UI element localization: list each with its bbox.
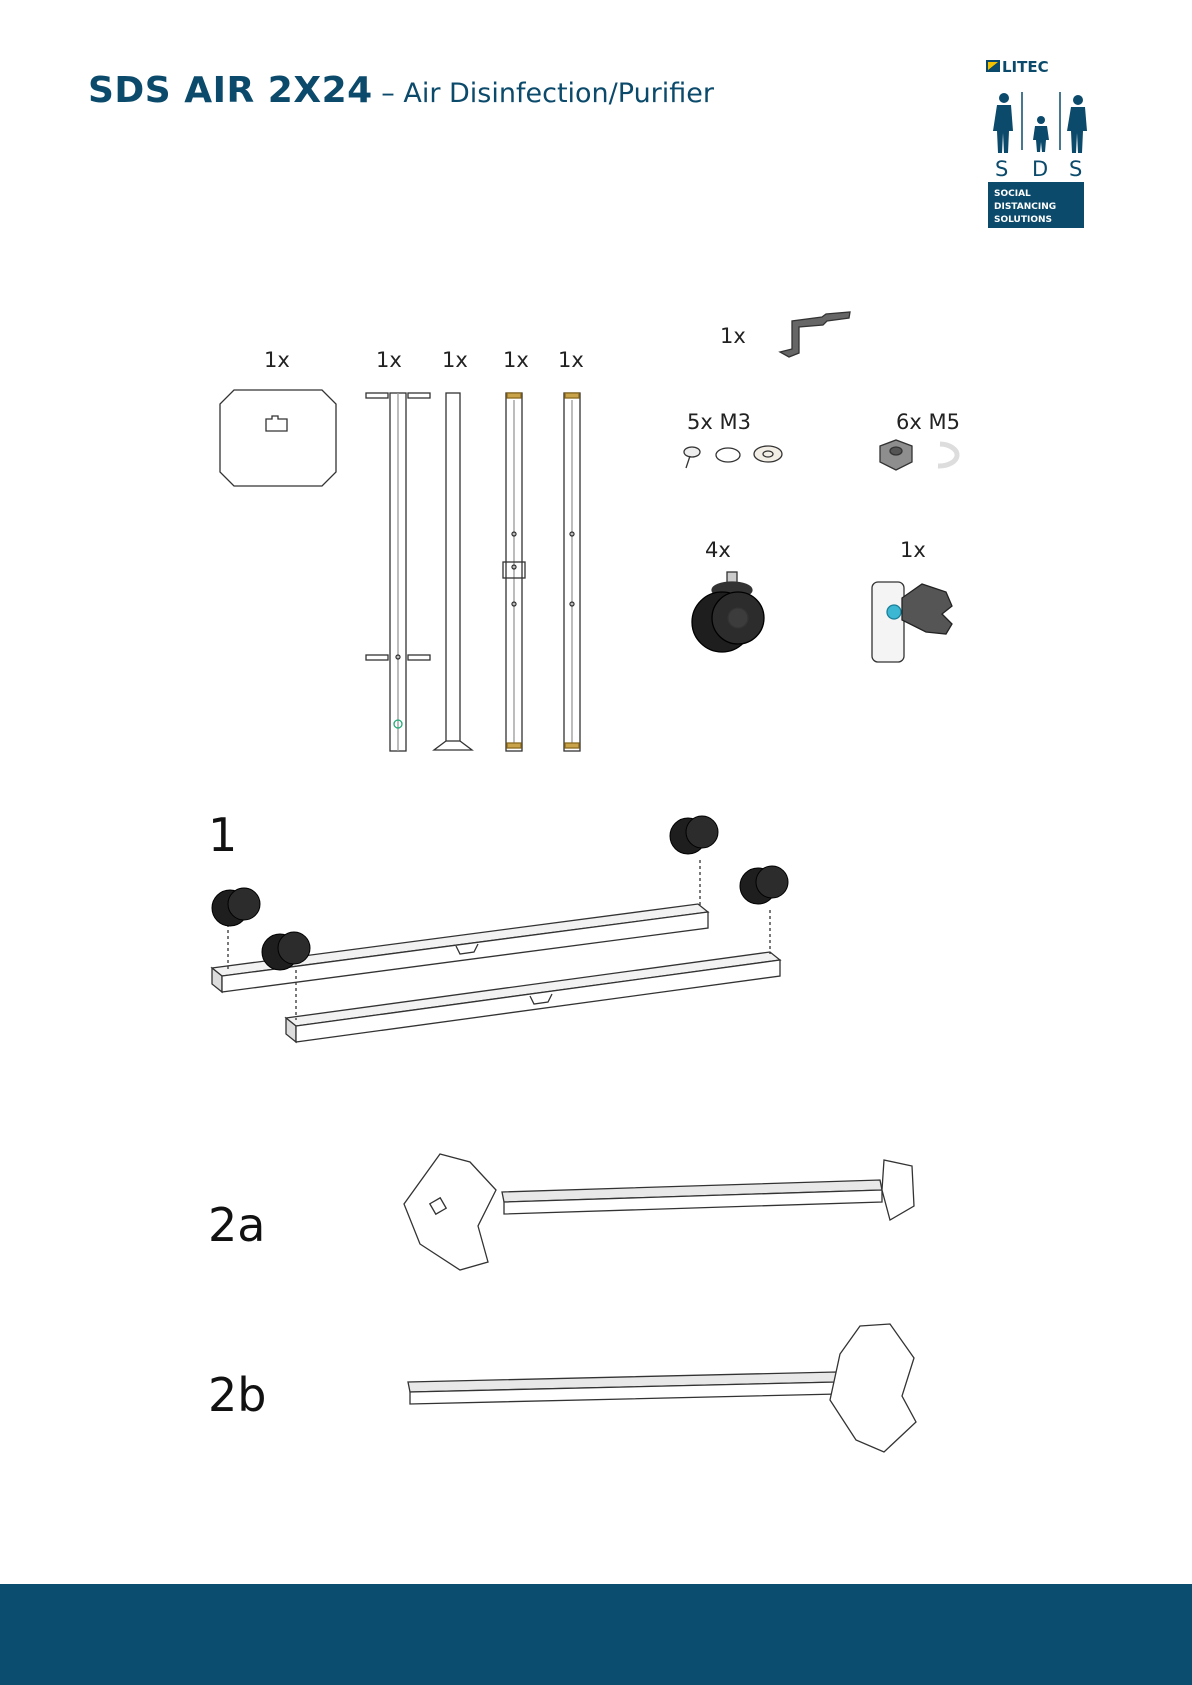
m5-hardware-icon	[880, 440, 957, 470]
footer-band	[0, 1584, 1192, 1685]
step-2a-illustration	[0, 1140, 1192, 1280]
end-plate-part	[220, 390, 336, 486]
knob-icon	[872, 582, 952, 662]
wrench-icon	[780, 312, 850, 357]
parts-illustration	[0, 0, 1192, 760]
end-plate-part	[830, 1324, 916, 1452]
step-1-illustration	[0, 800, 1192, 1060]
profile-a-part	[366, 393, 430, 751]
end-plate-part	[404, 1154, 496, 1270]
profile-b-part	[434, 393, 472, 750]
m3-hardware-icon	[684, 446, 782, 468]
profile-d-part	[564, 393, 580, 751]
caster-icon	[692, 572, 764, 652]
step-2b-illustration	[0, 1310, 1192, 1470]
profile-c-part	[503, 393, 525, 751]
